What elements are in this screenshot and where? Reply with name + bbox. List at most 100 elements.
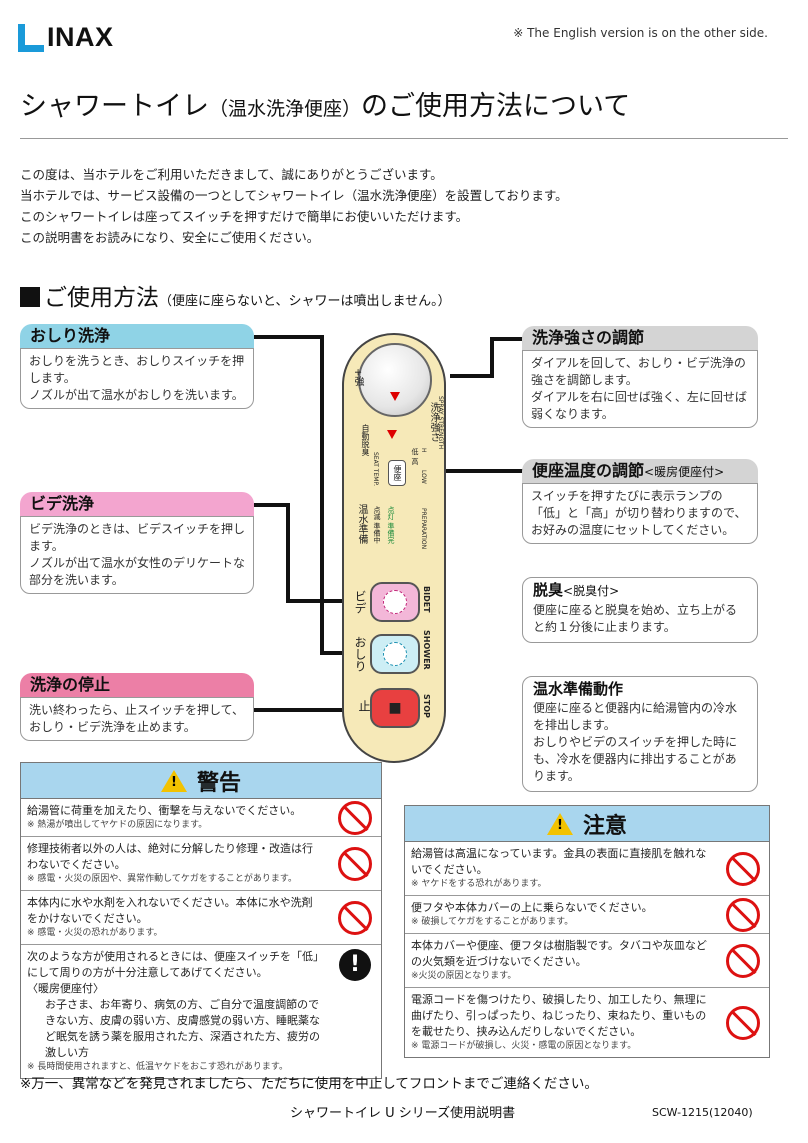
seat-temp-label-en: SEAT TEMP.	[372, 452, 379, 487]
bidet-label-jp: ビデ	[353, 590, 367, 614]
desc-line: おしりやビデのスイッチを押した時にも、冷水を便器内に排出することがあります。	[533, 735, 738, 783]
usage-heading: ご使用方法（便座に座らないと、シャワーは噴出しません。）	[20, 278, 451, 312]
dial-marker-icon	[390, 392, 400, 401]
lamp-ready-label: 点灯 準備完	[387, 506, 395, 544]
caution-title: 注意	[582, 813, 627, 839]
stop-button[interactable]: ■	[370, 688, 420, 728]
shower-wash-title: おしり洗浄	[20, 324, 254, 348]
row-note: ※火災の原因となります。	[411, 971, 517, 981]
row-text: 次のような方が使用されるときには、便座スイッチを「低」にして周りの方が十分注意し…	[27, 950, 319, 979]
inax-logo: INAX	[18, 22, 114, 53]
bidet-wash-desc: ビデ洗浄のときは、ビデスイッチを押します。 ノズルが出て温水が女性のデリケートな…	[20, 516, 254, 594]
prep-label-jp: 温水準備	[356, 504, 367, 544]
bidet-button[interactable]	[370, 582, 420, 622]
prep-label-en: PREPARATION	[420, 508, 427, 550]
bidet-wash-card: ビデ洗浄 ビデ洗浄のときは、ビデスイッチを押します。 ノズルが出て温水が女性のデ…	[20, 492, 254, 594]
low-label: 低	[411, 448, 419, 455]
caution-row: 便フタや本体カバーの上に乗らないでください。 ※ 破損してケガをすることがあります…	[405, 896, 769, 934]
brand-name: INAX	[47, 22, 114, 52]
low-label-en: LOW	[420, 470, 427, 484]
desc-line: 洗い終わったら、止スイッチを押して、おしり・ビデ洗浄を止めます。	[29, 703, 245, 734]
bidet-label-en: BIDET	[422, 586, 431, 613]
shower-wash-desc: おしりを洗うとき、おしりスイッチを押します。 ノズルが出て温水がおしりを洗います…	[20, 348, 254, 409]
strength-dial[interactable]	[358, 343, 432, 417]
caution-row: 本体カバーや便座、便フタは樹脂製です。タバコや灰皿などの火気類を近づけないでくだ…	[405, 934, 769, 988]
logo-mark-icon	[18, 23, 44, 52]
deodor-card: 脱臭<脱臭付> 便座に座ると脱臭を始め、立ち上がると約１分後に止まります。	[522, 577, 758, 643]
connector-line	[254, 708, 370, 712]
row-note: ※ 感電・火災の原因や、異常作動してケガをすることがあります。	[27, 874, 297, 884]
row-note: ※ 感電・火災の恐れがあります。	[27, 928, 163, 938]
connector-line	[286, 599, 370, 603]
connector-line	[490, 337, 524, 341]
auto-deodor-label: 自動脱臭	[361, 424, 370, 456]
warning-row: 次のような方が使用されるときには、便座スイッチを「低」にして周りの方が十分注意し…	[21, 945, 381, 1078]
lamp-blink-label: 点滅 準備中	[373, 506, 381, 544]
seat-temp-sub: <暖房便座付>	[644, 465, 725, 479]
warning-row: 本体内に水や水剤を入れないでください。本体に水や洗剤をかけないでください。※ 感…	[21, 891, 381, 945]
square-bullet-icon	[20, 287, 40, 307]
warning-row: 給湯管に荷重を加えたり、衝撃を与えないでください。 ※ 熱湯が噴出してヤケドの原因…	[21, 799, 381, 837]
connector-line	[490, 337, 494, 377]
page-title: シャワートイレ（温水洗浄便座）のご使用方法について	[20, 84, 630, 123]
high-label-en: H	[420, 448, 427, 453]
bidet-wash-title: ビデ洗浄	[20, 492, 254, 516]
deodor-title: 脱臭<脱臭付>	[533, 582, 747, 600]
prep-card: 温水準備動作 便座に座ると便器内に給湯管内の冷水を排出します。 おしりやビデのス…	[522, 676, 758, 792]
deodor-sub: <脱臭付>	[563, 584, 620, 598]
intro-line: 当ホテルでは、サービス設備の一つとしてシャワートイレ（温水洗浄便座）を設置してお…	[20, 188, 568, 203]
desc-line: 便座に座ると便器内に給湯管内の冷水を排出します。	[533, 701, 738, 732]
shower-label-en: SHOWER	[422, 630, 431, 670]
title-paren: （温水洗浄便座）	[209, 98, 362, 120]
english-note: ※ The English version is on the other si…	[513, 26, 768, 40]
desc-line: ダイアルを右に回せば強く、左に回せば弱くなります。	[531, 390, 747, 421]
row-note: ※ 電源コードが破損し、火災・感電の原因となります。	[411, 1041, 637, 1051]
no-disassembly-icon	[338, 846, 372, 881]
caution-header: ! 注意	[405, 806, 769, 842]
warning-title: 警告	[196, 770, 241, 796]
strength-label-jp: 洗浄強さ	[428, 402, 439, 442]
row-note: ※ 破損してケガをすることがあります。	[411, 917, 574, 927]
connector-line	[254, 335, 324, 339]
row-note: ※ 熱湯が噴出してヤケドの原因になります。	[27, 820, 208, 830]
usage-note: （便座に座らないと、シャワーは噴出しません。）	[159, 294, 451, 309]
stop-label-en: STOP	[422, 694, 431, 718]
strength-desc: ダイアルを回して、おしり・ビデ洗浄の強さを調節します。 ダイアルを右に回せば強く…	[522, 350, 758, 428]
intro-line: このシャワートイレは座ってスイッチを押すだけで簡単にお使いいただけます。	[20, 209, 469, 224]
intro-line: この説明書をお読みになり、安全にご使用ください。	[20, 230, 320, 245]
row-text: 給湯管は高温になっています。金具の表面に直接肌を触れないでください。	[411, 847, 707, 876]
caution-row: 給湯管は高温になっています。金具の表面に直接肌を触れないでください。※ ヤケドを…	[405, 842, 769, 896]
no-touch-icon	[726, 851, 760, 886]
connector-line	[420, 469, 524, 473]
strength-label-en: SPRAY STRENGTH	[437, 396, 444, 450]
warning-block: ! 警告 給湯管に荷重を加えたり、衝撃を与えないでください。 ※ 熱湯が噴出してヤケ…	[20, 762, 382, 1079]
prohibited-icon	[726, 1005, 760, 1040]
shower-button[interactable]	[370, 634, 420, 674]
strength-title: 洗浄強さの調節	[522, 326, 758, 350]
prohibited-icon	[726, 897, 760, 932]
row-text: 便フタや本体カバーの上に乗らないでください。	[411, 901, 653, 914]
bidet-spray-icon	[383, 590, 407, 614]
seat-temp-button[interactable]: 便座	[388, 460, 406, 486]
prohibited-icon	[338, 900, 372, 935]
seat-temp-title: 便座温度の調節<暖房便座付>	[522, 459, 758, 483]
stop-wash-card: 洗浄の停止 洗い終わったら、止スイッチを押して、おしり・ビデ洗浄を止めます。	[20, 673, 254, 741]
seat-temp-desc: スイッチを押すたびに表示ランプの「低」と「高」が切り替わりますので、お好みの温度…	[522, 483, 758, 544]
title-main: シャワートイレ	[20, 91, 209, 122]
title-tail: のご使用方法について	[361, 91, 631, 122]
strength-card: 洗浄強さの調節 ダイアルを回して、おしり・ビデ洗浄の強さを調節します。 ダイアル…	[522, 326, 758, 428]
connector-line	[320, 335, 324, 655]
warning-triangle-icon: !	[160, 769, 187, 792]
warning-header: ! 警告	[21, 763, 381, 799]
caution-triangle-icon: !	[546, 812, 573, 835]
usage-title: ご使用方法	[44, 285, 159, 311]
row-text: 給湯管に荷重を加えたり、衝撃を与えないでください。	[27, 804, 302, 817]
stop-wash-desc: 洗い終わったら、止スイッチを押して、おしり・ビデ洗浄を止めます。	[20, 697, 254, 741]
emergency-note: ※万一、異常などを発見されましたら、ただちに使用を中止してフロントまでご連絡くだ…	[20, 1076, 598, 1092]
footer-title: シャワートイレ U シリーズ使用説明書	[290, 1106, 516, 1121]
stop-label-jp: 止	[357, 700, 371, 712]
row-text: 電源コードを傷つけたり、破損したり、加工したり、無理に曲げたり、引っぱったり、ね…	[411, 993, 707, 1038]
row-note: ※ 長時間使用されますと、低温ヤケドをおこす恐れがあります。	[27, 1062, 288, 1072]
caution-row: 電源コードを傷つけたり、破損したり、加工したり、無理に曲げたり、引っぱったり、ね…	[405, 988, 769, 1057]
row-text: 修理技術者以外の人は、絶対に分解したり修理・改造は行わないでください。	[27, 842, 313, 871]
